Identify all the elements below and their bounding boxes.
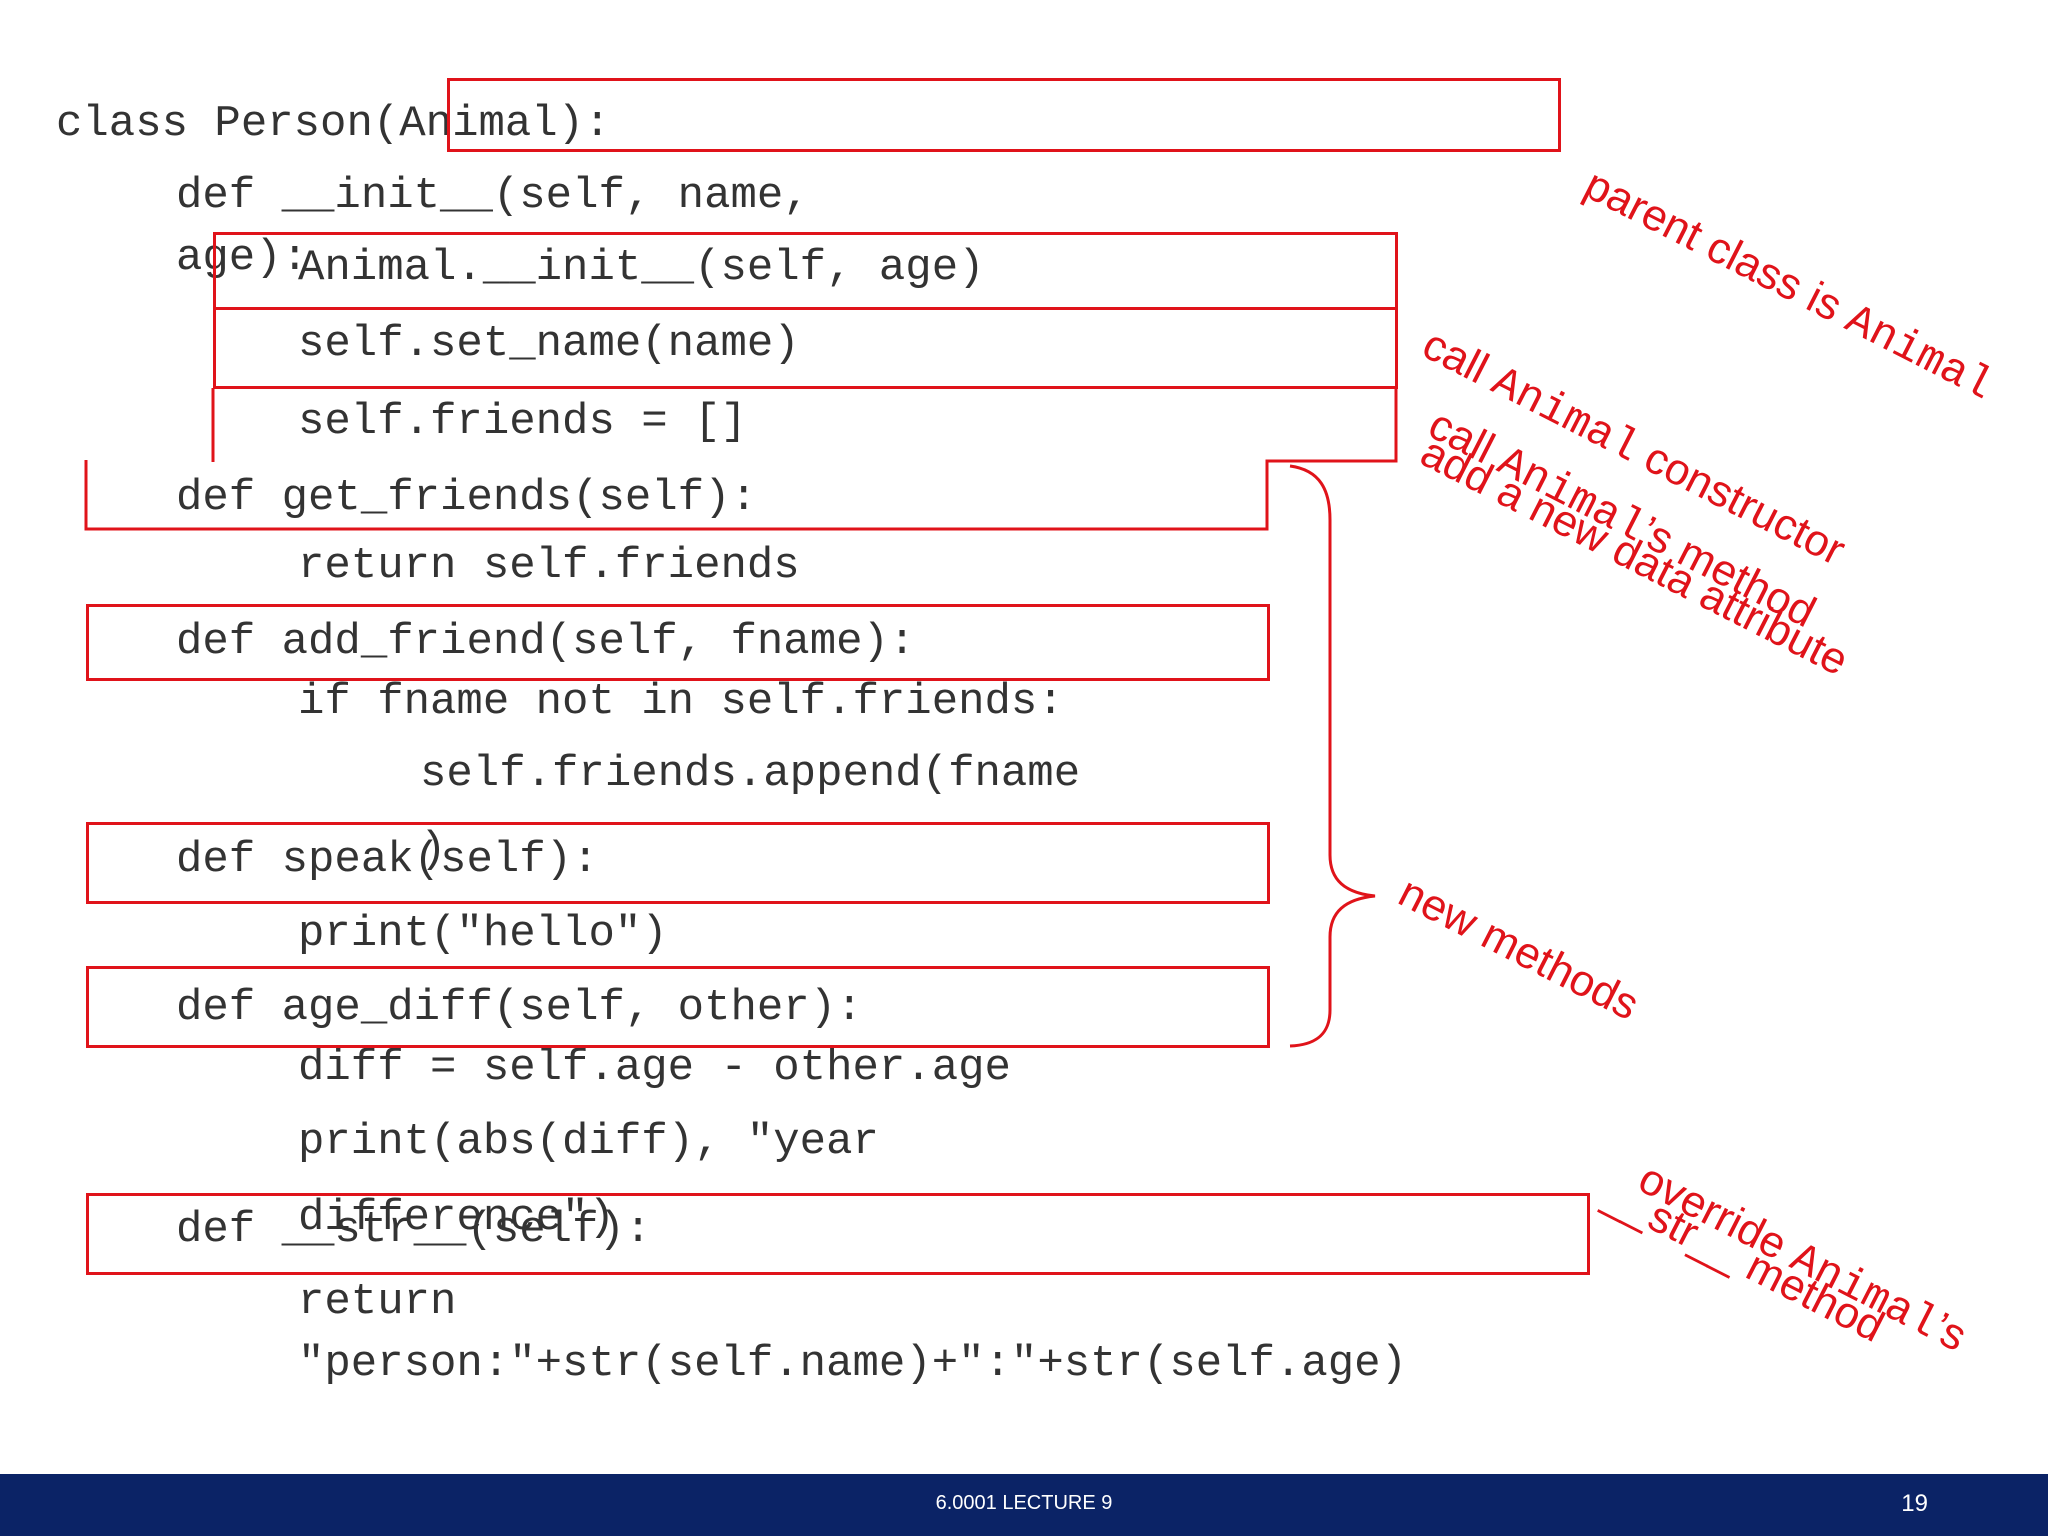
code-line-str-def: def __str__(self): xyxy=(176,1205,652,1255)
code-line-friends-init: self.friends = [] xyxy=(298,397,747,447)
code-line-get-friends-return: return self.friends xyxy=(298,541,800,591)
age-diff-highlight-box xyxy=(86,966,1270,1048)
code-line-init-def-cont: age): xyxy=(176,233,309,283)
code-line-append-close: ) xyxy=(420,825,447,875)
code-line-get-friends-def: def get_friends(self): xyxy=(176,473,757,523)
speak-highlight-box xyxy=(86,822,1270,904)
code-line-add-friend-def: def add_friend(self, fname): xyxy=(176,617,916,667)
code-line-if-not-in: if fname not in self.friends: xyxy=(298,677,1064,727)
code-line-str-return-value: "person:"+str(self.name)+":"+str(self.ag… xyxy=(298,1339,1407,1389)
code-line-set-name: self.set_name(name) xyxy=(298,319,800,369)
code-line-age-diff-def: def age_diff(self, other): xyxy=(176,983,863,1033)
code-line-str-return: return xyxy=(298,1277,457,1327)
str-highlight-box xyxy=(86,1193,1590,1275)
footer-bar: 6.0001 LECTURE 9 19 xyxy=(0,1474,2048,1536)
code-line-print-hello: print("hello") xyxy=(298,909,668,959)
footer-page-number: 19 xyxy=(1901,1490,1928,1517)
code-line-print-diff-cont: difference") xyxy=(298,1193,615,1243)
code-line-append: self.friends.append(fname xyxy=(420,749,1081,799)
footer-lecture-title: 6.0001 LECTURE 9 xyxy=(935,1492,1113,1514)
code-line-animal-init: Animal.__init__(self, age) xyxy=(298,243,985,293)
set-name-highlight-box xyxy=(213,307,1398,389)
add-friend-highlight-box xyxy=(86,604,1270,681)
code-line-speak-def: def speak(self): xyxy=(176,835,599,885)
new-methods-brace xyxy=(1289,464,1376,1048)
parent-class-highlight-box xyxy=(447,78,1561,152)
friends-highlight-outline xyxy=(84,388,1398,531)
code-line-class-def: class Person(Animal): xyxy=(56,99,611,149)
code-line-diff-assign: diff = self.age - other.age xyxy=(298,1043,1011,1093)
code-line-init-def: def __init__(self, name, xyxy=(176,171,810,221)
code-line-print-diff: print(abs(diff), "year xyxy=(298,1117,879,1167)
